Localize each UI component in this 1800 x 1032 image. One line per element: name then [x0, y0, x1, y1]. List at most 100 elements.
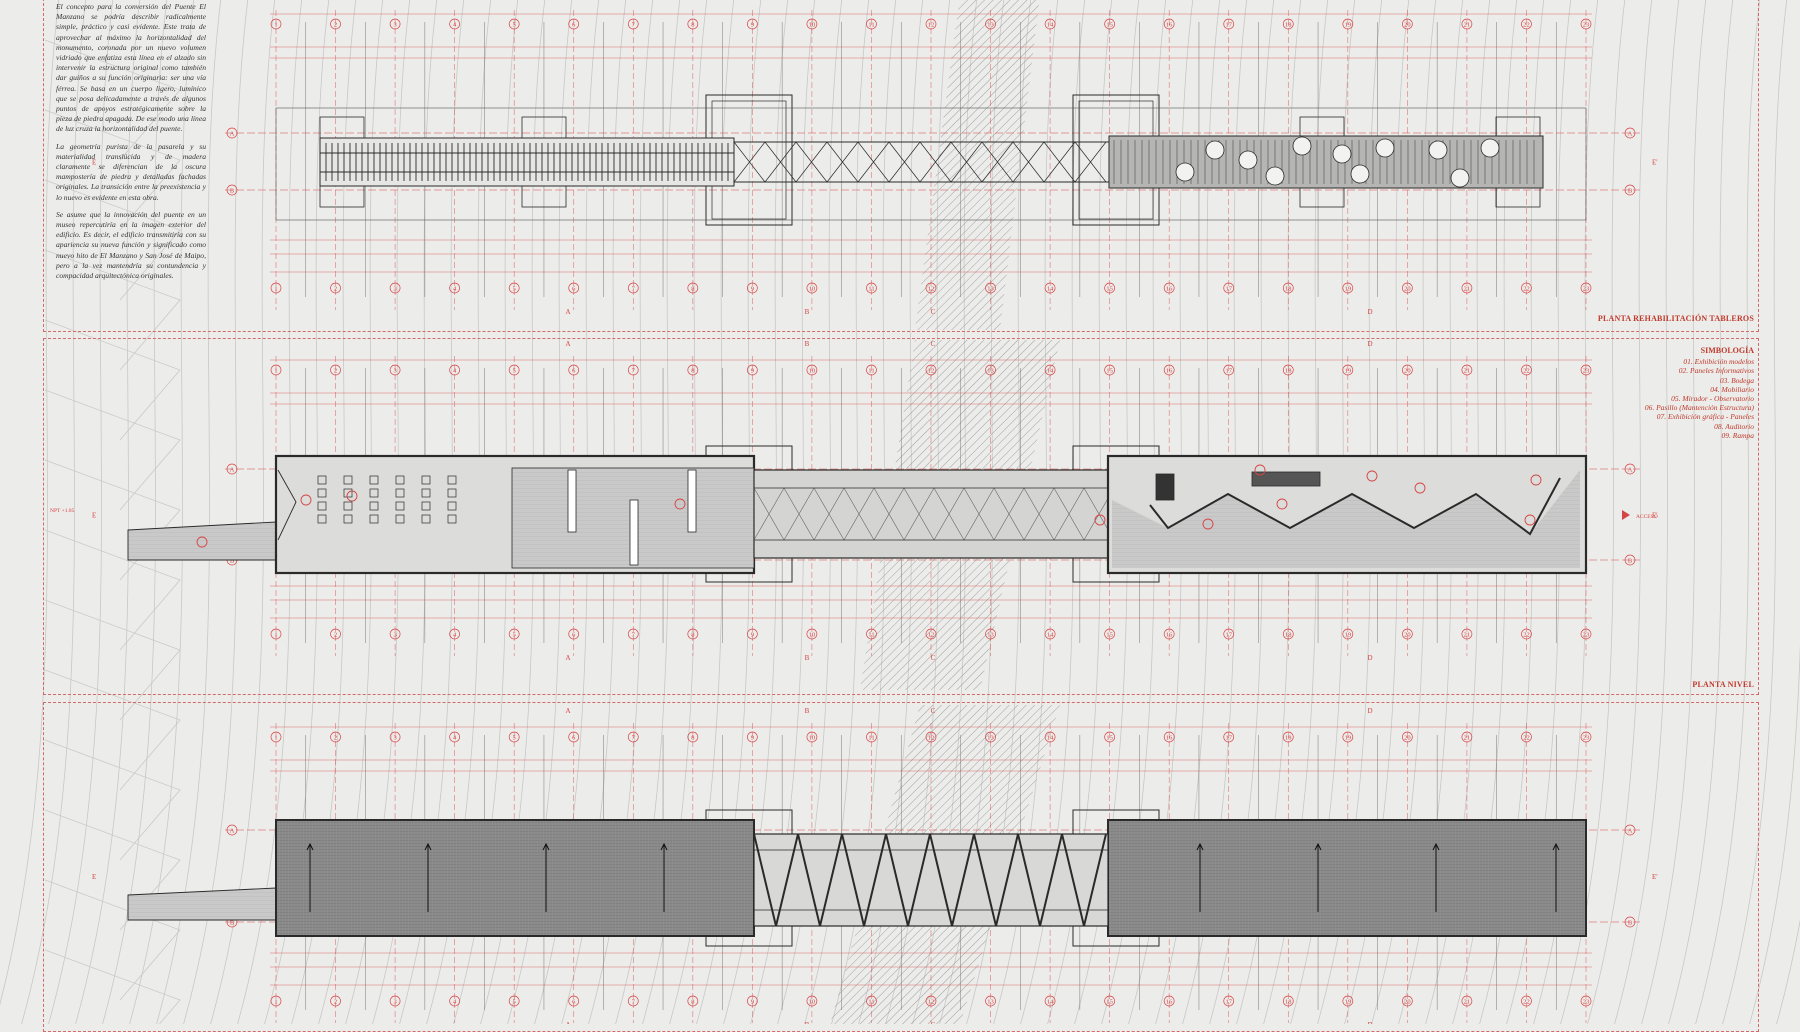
contour-line [44, 39, 181, 161]
panel-frame-bottom [43, 702, 1759, 1032]
axis-bubble [568, 282, 580, 294]
axis-number: 12 [928, 632, 935, 639]
axis-number: 15 [1106, 632, 1113, 639]
concept-text: El concepto para la conversión del Puent… [56, 2, 206, 288]
axis-number: 16 [1166, 368, 1173, 375]
axis-number: 21 [1464, 368, 1471, 375]
contour-line [44, 319, 181, 441]
axis-letter: D [1367, 707, 1372, 715]
axis-bubble [1223, 282, 1235, 294]
axis-number: 15 [1106, 735, 1113, 742]
row-letter: A [230, 131, 235, 138]
axis-bubble [1104, 628, 1115, 640]
furniture-item [447, 501, 457, 511]
axis-number: 3 [393, 632, 396, 639]
axis-bubble [687, 628, 699, 640]
axis-number: 20 [1404, 999, 1411, 1006]
axis-bubble [627, 731, 639, 743]
axis-bubble [1342, 995, 1354, 1007]
axis-bubble [866, 364, 877, 376]
axis-bubble [1461, 628, 1473, 640]
axis-bubble [1223, 995, 1235, 1007]
legend: SIMBOLOGÍA 01. Exhibición modelos 02. Pa… [1574, 346, 1754, 440]
truss-member [973, 833, 1019, 927]
furniture-item [369, 514, 379, 524]
axis-bubble [1163, 282, 1175, 294]
truss-member [929, 833, 975, 927]
axis-bubble [1104, 364, 1115, 376]
axis-bubble [985, 995, 996, 1007]
axis-number: 21 [1464, 286, 1471, 293]
truss-bracing [1023, 487, 1055, 541]
axis-bubble [1163, 995, 1175, 1007]
axis-number: 21 [1464, 22, 1471, 29]
room-tag [1254, 464, 1266, 476]
axis-number: 8 [691, 999, 694, 1006]
contour-line [44, 739, 181, 861]
axis-number: 8 [691, 22, 694, 29]
row-letter: A [1628, 131, 1633, 138]
level-label: NPT +1.85 [50, 508, 75, 514]
axis-number: 13 [987, 632, 994, 639]
axis-number: 5 [513, 632, 516, 639]
row-letter: A [1628, 467, 1633, 474]
axis-number: 11 [868, 999, 874, 1006]
tree-icon [1265, 166, 1285, 186]
axis-number: 7 [632, 22, 636, 29]
axis-bubble [1521, 995, 1532, 1007]
axis-number: 5 [513, 368, 516, 375]
axis-number: 17 [1225, 22, 1232, 29]
legend-title: SIMBOLOGÍA [1700, 346, 1754, 355]
furniture-item [343, 501, 353, 511]
axis-number: 2 [334, 999, 337, 1006]
axis-bubble [508, 731, 520, 743]
axis-bubble [449, 282, 460, 294]
deck-left [319, 137, 735, 187]
axis-number: 10 [809, 286, 816, 293]
tree-icon [1292, 136, 1312, 156]
axis-bubble [1402, 995, 1413, 1007]
axis-number: 5 [513, 286, 516, 293]
roof-right [1107, 819, 1587, 937]
axis-letter: D [1367, 308, 1372, 316]
row-bubble [1624, 127, 1636, 139]
axis-bubble [747, 628, 758, 640]
axis-bubble [568, 628, 580, 640]
axis-number: 10 [809, 999, 816, 1006]
axis-bubble [1402, 364, 1413, 376]
panel-title-top: PLANTA REHABILITACIÓN TABLEROS [1597, 314, 1754, 323]
axis-number: 2 [334, 735, 337, 742]
seating-block [1251, 471, 1321, 487]
axis-bubble [1342, 731, 1354, 743]
truss-bracing [783, 487, 815, 541]
axis-bubble [1163, 731, 1175, 743]
truss-member [885, 833, 931, 927]
axis-letter: C [931, 340, 936, 348]
axis-number: 12 [928, 22, 935, 29]
axis-bubble [806, 628, 818, 640]
axis-bubble [389, 282, 401, 294]
axis-bubble [508, 995, 520, 1007]
axis-bubble [1521, 282, 1532, 294]
room-tag [1524, 514, 1536, 526]
slope-arrow-head [1432, 842, 1440, 851]
axis-number: 8 [691, 735, 694, 742]
axis-bubble [1223, 18, 1235, 30]
axis-number: 7 [632, 735, 636, 742]
axis-number: 17 [1225, 999, 1232, 1006]
furniture-item [317, 475, 327, 485]
contour-line [44, 669, 181, 791]
axis-bubble [330, 282, 341, 294]
axis-bubble [627, 18, 639, 30]
truss-member [841, 833, 887, 927]
axis-letter: B [805, 340, 810, 348]
display-panel [629, 499, 639, 566]
truss-bracing [919, 141, 952, 183]
axis-bubble [1402, 731, 1413, 743]
axis-bubble [806, 364, 818, 376]
furniture-item [447, 514, 457, 524]
axis-number: 3 [393, 735, 396, 742]
plan-panels: 1122334455667788991010111112121313141415… [50, 0, 1658, 1029]
axis-number: 18 [1285, 999, 1292, 1006]
furniture-item [343, 514, 353, 524]
